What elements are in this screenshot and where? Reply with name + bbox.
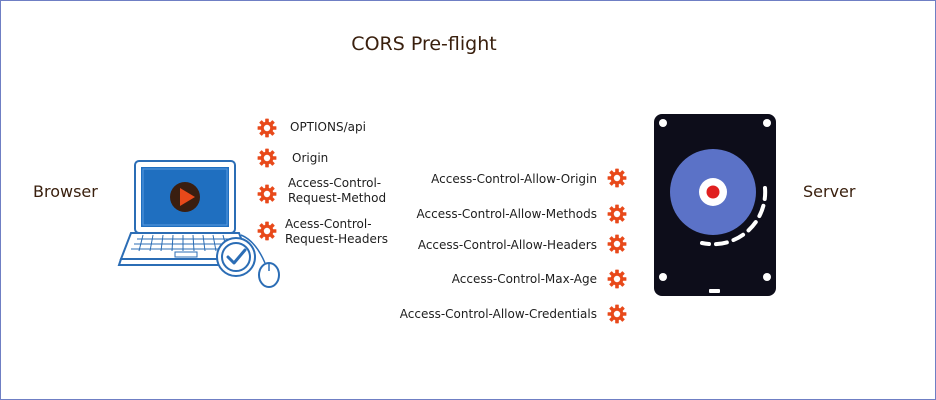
response-header-label: Access-Control-Max-Age — [451, 272, 597, 286]
gear-icon — [257, 184, 277, 204]
gear-icon — [607, 269, 627, 289]
gear-icon — [257, 118, 277, 138]
gear-icon — [607, 168, 627, 188]
gear-icon — [257, 221, 277, 241]
response-header-label: Access-Control-Allow-Origin — [431, 172, 597, 186]
server-icon — [653, 113, 777, 297]
response-header-label: Access-Control-Allow-Headers — [417, 238, 597, 252]
response-header-label: Access-Control-Allow-Methods — [416, 207, 597, 221]
laptop-icon — [117, 159, 285, 289]
gear-icon — [257, 148, 277, 168]
request-header-label: Acess-Control- Request-Headers — [285, 217, 389, 246]
browser-label: Browser — [33, 182, 98, 201]
gear-icon — [607, 234, 627, 254]
response-header-label: Access-Control-Allow-Credentials — [399, 307, 597, 321]
server-label: Server — [803, 182, 856, 201]
request-header-label: Origin — [292, 151, 329, 165]
request-header-label: OPTIONS/api — [290, 120, 366, 134]
gear-icon — [607, 304, 627, 324]
request-header-label: Access-Control- Request-Method — [288, 176, 387, 205]
gear-icon — [607, 204, 627, 224]
diagram-title: CORS Pre-flight — [351, 33, 497, 55]
